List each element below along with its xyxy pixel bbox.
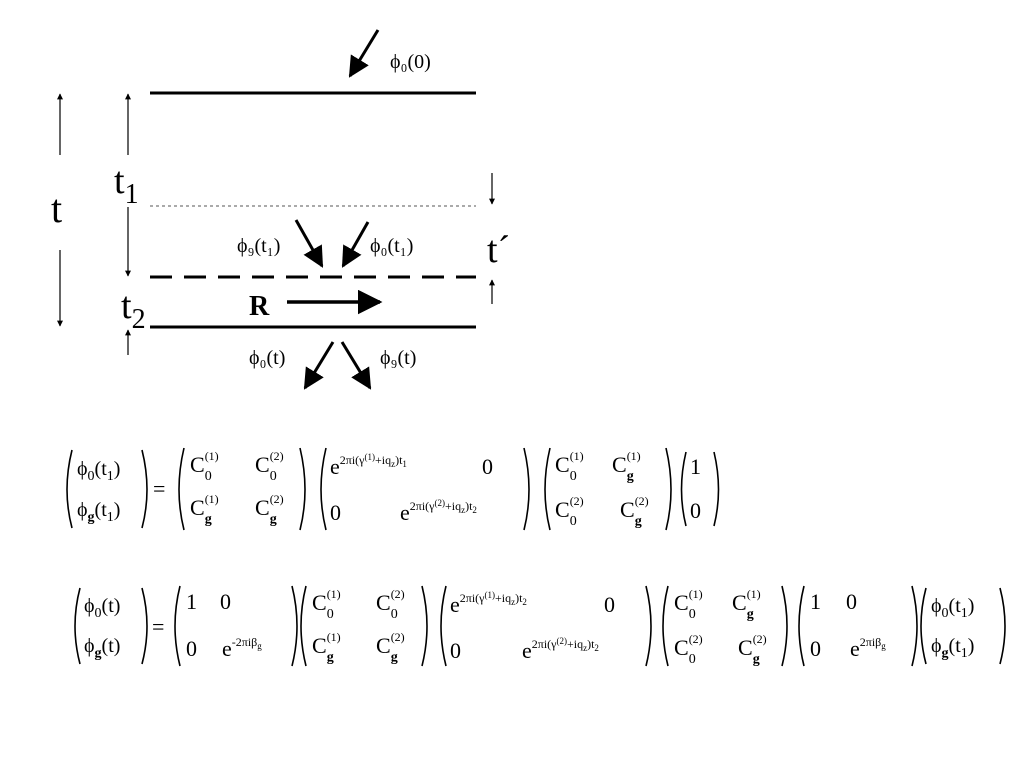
eq1-m2-exp2: e2πi(γ(2)+iqz)t2 — [400, 498, 477, 525]
eq2-p1-0a: 0 — [220, 589, 231, 614]
bracket-left — [680, 451, 687, 527]
eq2-m2-exp1: e2πi(γ(1)+iqz)t2 — [450, 590, 527, 617]
eq2-m1-cg-2: Cg(2) — [376, 630, 405, 665]
eq2-rhs-row1: ϕ0(t1) — [931, 595, 974, 621]
eq2-p1-0b: 0 — [186, 636, 197, 661]
eq2-p2-0a: 0 — [846, 589, 857, 614]
eq2-m2-zero1: 0 — [604, 592, 615, 617]
eq2-p2-1: 1 — [810, 589, 821, 614]
bracket-right — [141, 449, 148, 529]
eq1-m3-c0-1: C0(1) — [555, 449, 584, 484]
eq2-p1-1: 1 — [186, 589, 197, 614]
eq1-m3-cg-2: Cg(2) — [620, 494, 649, 529]
label-phi0-t1: ϕ₀(t₁) — [370, 235, 413, 257]
eq2-equals: = — [152, 614, 164, 639]
eq2-lhs-row1: ϕ0(t) — [84, 595, 120, 621]
bracket-right — [141, 587, 148, 665]
bracket-right — [421, 585, 428, 667]
phig-t1-arrow — [294, 219, 324, 268]
label-R: R — [249, 291, 270, 322]
bracket-left — [544, 447, 551, 531]
equation-2: ϕ0(t) ϕg(t) = 1 0 0 e-2πiβg C0(1) C0(2) … — [74, 585, 1006, 667]
bracket-right — [299, 447, 306, 531]
eq2-m1-cg-1: Cg(1) — [312, 630, 341, 665]
bracket-right — [911, 585, 918, 667]
eq2-p1-exp: e-2πiβg — [222, 635, 262, 661]
phig-t-arrow — [340, 341, 372, 390]
phi0-t1-arrow — [341, 221, 370, 268]
eq1-m1-cg-2: Cg(2) — [255, 492, 284, 527]
eq1-v-0: 0 — [690, 498, 701, 523]
eq1-equals: = — [153, 476, 165, 501]
bracket-right — [665, 447, 672, 531]
bracket-left — [320, 447, 327, 531]
eq2-m1-c0-2: C0(2) — [376, 587, 405, 622]
eq1-lhs-row1: ϕ0(t1) — [77, 458, 120, 484]
eq2-m2-zero2: 0 — [450, 638, 461, 663]
bracket-right — [781, 585, 788, 667]
label-phig-t1: ϕ₉(t₁) — [237, 235, 280, 257]
bracket-right — [291, 585, 298, 667]
bracket-right — [523, 447, 530, 531]
eq1-lhs-row2: ϕg(t1) — [77, 499, 120, 525]
bracket-left — [440, 585, 447, 667]
bracket-right — [645, 585, 652, 667]
eq1-v-1: 1 — [690, 454, 701, 479]
bracket-left — [74, 587, 81, 665]
bracket-left — [662, 585, 669, 667]
label-tprime: t´ — [487, 229, 510, 271]
bracket-left — [178, 447, 185, 531]
eq2-m3-c0-1: C0(1) — [674, 587, 703, 622]
eq2-m3-c0-2: C0(2) — [674, 632, 703, 667]
eq2-p2-0b: 0 — [810, 636, 821, 661]
bracket-left — [66, 449, 73, 529]
bracket-left — [174, 585, 181, 667]
eq2-p2-exp: e2πiβg — [850, 635, 886, 661]
eq2-lhs-row2: ϕg(t) — [84, 635, 120, 661]
eq2-rhs-row2: ϕg(t1) — [931, 635, 974, 661]
eq2-m2-exp2: e2πi(γ(2)+iqz)t2 — [522, 636, 599, 663]
bracket-right — [713, 451, 720, 527]
eq1-m1-c0-1: C0(1) — [190, 449, 219, 484]
eq1-m1-c0-2: C0(2) — [255, 449, 284, 484]
bracket-right — [999, 587, 1006, 665]
eq1-m3-cg-1: Cg(1) — [612, 449, 641, 484]
equation-1: ϕ0(t1) ϕg(t1) = C0(1) C0(2) Cg(1) Cg(2) … — [66, 447, 720, 531]
eq1-m2-exp1: e2πi(γ(1)+iqz)t1 — [330, 452, 407, 479]
label-phi0-0: ϕ₀(0) — [390, 51, 431, 73]
bracket-left — [300, 585, 307, 667]
label-t1: t1 — [114, 160, 139, 210]
eq2-m1-c0-1: C0(1) — [312, 587, 341, 622]
eq1-m1-cg-1: Cg(1) — [190, 492, 219, 527]
label-phi0-t: ϕ₀(t) — [249, 347, 285, 369]
eq1-m2-zero2: 0 — [330, 500, 341, 525]
eq2-m3-cg-1: Cg(1) — [732, 587, 761, 622]
bracket-left — [798, 585, 805, 667]
eq2-m3-cg-2: Cg(2) — [738, 632, 767, 667]
label-t: t — [51, 186, 62, 231]
eq1-m3-c0-2: C0(2) — [555, 494, 584, 529]
incident-beam-arrow — [348, 29, 380, 78]
label-phig-t: ϕ₉(t) — [380, 347, 416, 369]
bracket-left — [920, 587, 927, 665]
eq1-m2-zero1: 0 — [482, 454, 493, 479]
phi0-t-arrow — [303, 341, 335, 390]
label-t2: t2 — [121, 285, 146, 335]
